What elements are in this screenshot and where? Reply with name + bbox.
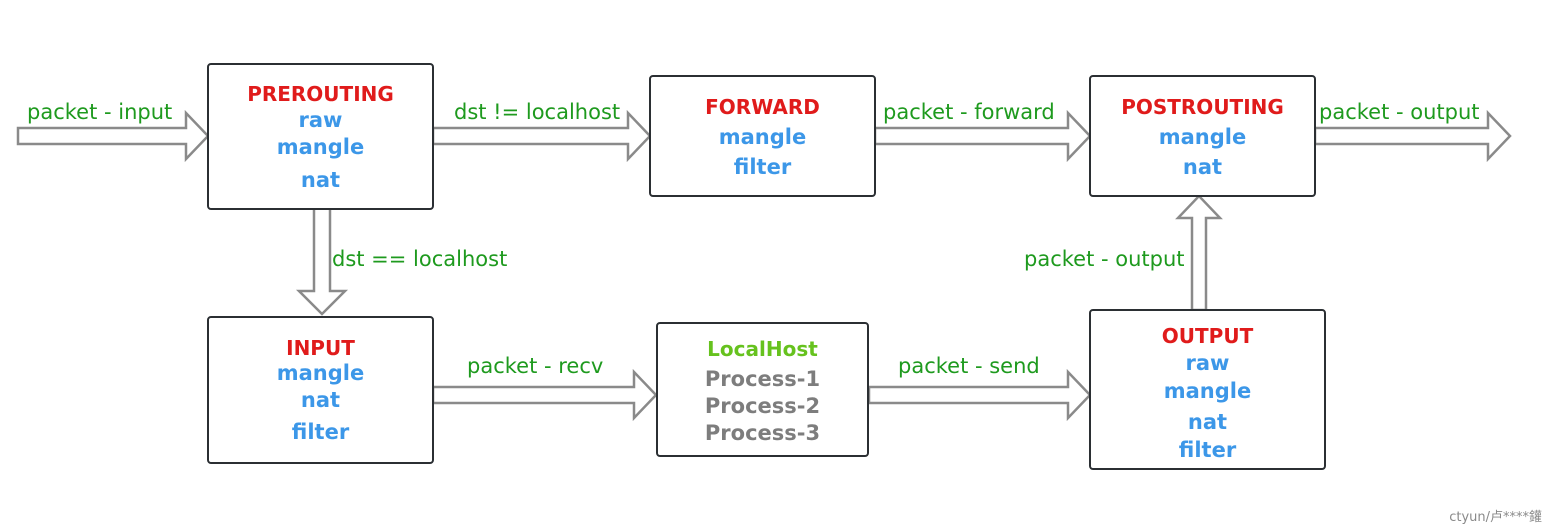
table-label: mangle xyxy=(1163,379,1252,403)
chain-title: INPUT xyxy=(286,336,355,360)
label-packet-forward: packet - forward xyxy=(883,100,1055,124)
arrow-packet-input xyxy=(16,109,210,163)
arrow-packet-forward xyxy=(873,109,1092,163)
process-label: Process-1 xyxy=(704,367,821,391)
localhost-box: LocalHost Process-1 Process-2 Process-3 xyxy=(656,322,869,457)
watermark: ctyun/卢****鑵 xyxy=(1449,510,1542,525)
table-label: nat xyxy=(300,388,341,412)
label-dst-localhost: dst == localhost xyxy=(332,247,508,271)
table-label: nat xyxy=(300,168,341,192)
table-label: nat xyxy=(1187,410,1228,434)
table-label: filter xyxy=(733,155,792,179)
arrow-packet-recv xyxy=(431,368,658,422)
label-packet-input: packet - input xyxy=(27,100,173,124)
chain-postrouting-box: POSTROUTING mangle nat xyxy=(1089,75,1316,197)
label-dst-not-localhost: dst != localhost xyxy=(454,100,621,124)
chain-input-box: INPUT mangle nat filter xyxy=(207,316,434,464)
chain-prerouting-box: PREROUTING raw mangle nat xyxy=(207,63,434,210)
arrow-dst-localhost xyxy=(295,206,349,316)
chain-title: OUTPUT xyxy=(1161,324,1254,348)
table-label: nat xyxy=(1182,155,1223,179)
table-label: mangle xyxy=(276,135,365,159)
table-label: mangle xyxy=(276,361,365,385)
table-label: raw xyxy=(298,108,343,132)
table-label: filter xyxy=(291,420,350,444)
chain-title: FORWARD xyxy=(705,95,820,119)
process-label: Process-3 xyxy=(704,421,821,445)
process-label: Process-2 xyxy=(704,394,821,418)
table-label: mangle xyxy=(718,125,807,149)
label-packet-send: packet - send xyxy=(898,354,1040,378)
chain-title: POSTROUTING xyxy=(1121,95,1284,119)
chain-output-box: OUTPUT raw mangle nat filter xyxy=(1089,309,1326,470)
table-label: filter xyxy=(1178,438,1237,462)
arrow-packet-output-right xyxy=(1313,109,1512,163)
arrow-dst-not-localhost xyxy=(431,109,652,163)
table-label: raw xyxy=(1185,351,1230,375)
chain-forward-box: FORWARD mangle filter xyxy=(649,75,876,197)
label-packet-output-right: packet - output xyxy=(1319,100,1480,124)
arrow-packet-output-up xyxy=(1175,194,1223,312)
label-packet-recv: packet - recv xyxy=(467,354,604,378)
localhost-title: LocalHost xyxy=(707,337,818,361)
label-packet-output-up: packet - output xyxy=(1024,247,1185,271)
arrow-packet-send xyxy=(867,368,1092,422)
table-label: mangle xyxy=(1158,125,1247,149)
chain-title: PREROUTING xyxy=(247,82,394,106)
